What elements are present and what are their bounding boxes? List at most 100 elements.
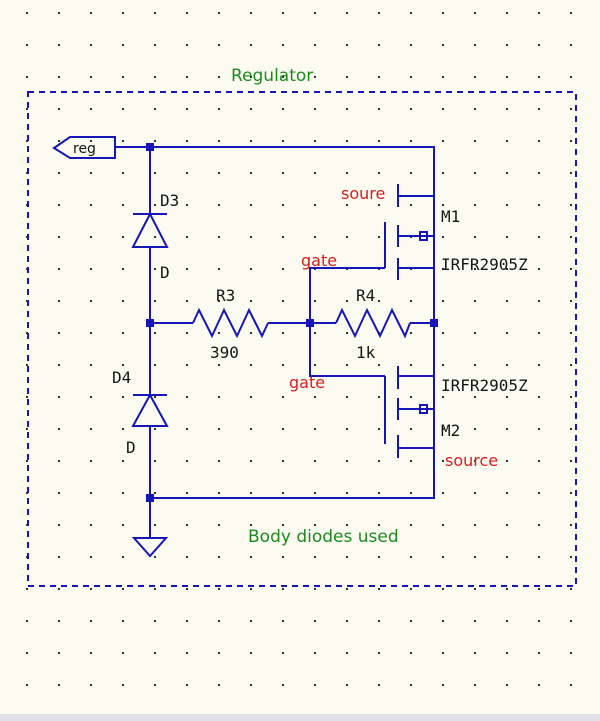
grid-dot: [218, 172, 220, 174]
grid-dot: [474, 588, 476, 590]
grid-dot: [122, 428, 124, 430]
grid-dot: [570, 492, 572, 494]
grid-dot: [90, 588, 92, 590]
grid-dot: [26, 684, 28, 686]
grid-dot: [442, 140, 444, 142]
grid-dot: [538, 396, 540, 398]
grid-dot: [218, 12, 220, 14]
grid-dot: [282, 140, 284, 142]
grid-dot: [186, 428, 188, 430]
grid-dot: [58, 44, 60, 46]
grid-dot: [250, 172, 252, 174]
grid-dot: [250, 12, 252, 14]
grid-dot: [90, 204, 92, 206]
grid-dot: [282, 428, 284, 430]
grid-dot: [282, 364, 284, 366]
grid-dot: [90, 556, 92, 558]
grid-dot: [26, 460, 28, 462]
grid-dot: [154, 172, 156, 174]
grid-dot: [282, 108, 284, 110]
grid-dot: [314, 364, 316, 366]
grid-dot: [474, 268, 476, 270]
grid-dot: [474, 300, 476, 302]
grid-dot: [314, 684, 316, 686]
grid-dot: [410, 300, 412, 302]
grid-dot: [218, 556, 220, 558]
grid-dot: [442, 460, 444, 462]
grid-dot: [250, 332, 252, 334]
grid-dot: [378, 396, 380, 398]
grid-dot: [378, 588, 380, 590]
grid-dot: [186, 396, 188, 398]
grid-dot: [570, 396, 572, 398]
grid-dot: [378, 140, 380, 142]
grid-dot: [122, 268, 124, 270]
grid-dot: [122, 332, 124, 334]
grid-dot: [186, 460, 188, 462]
d4-ref-label: D4: [112, 368, 131, 387]
grid-dot: [570, 140, 572, 142]
junction-dot: [306, 319, 314, 327]
grid-dot: [538, 76, 540, 78]
grid-dot: [122, 108, 124, 110]
grid-dot: [346, 76, 348, 78]
grid-dot: [570, 300, 572, 302]
grid-dot: [186, 588, 188, 590]
grid-dot: [410, 12, 412, 14]
grid-dot: [506, 428, 508, 430]
grid-dot: [58, 204, 60, 206]
grid-dot: [58, 652, 60, 654]
grid-dot: [314, 492, 316, 494]
grid-dot: [186, 172, 188, 174]
grid-dot: [378, 652, 380, 654]
grid-dot: [538, 492, 540, 494]
grid-dot: [346, 364, 348, 366]
grid-dot: [506, 236, 508, 238]
grid-dot: [90, 12, 92, 14]
grid-dot: [282, 236, 284, 238]
grid-dot: [378, 364, 380, 366]
grid-dot: [378, 44, 380, 46]
grid-dot: [58, 588, 60, 590]
grid-dot: [506, 332, 508, 334]
grid-dot: [506, 300, 508, 302]
grid-dot: [90, 492, 92, 494]
grid-dot: [26, 108, 28, 110]
grid-dot: [410, 684, 412, 686]
grid-dot: [346, 204, 348, 206]
grid-dot: [250, 140, 252, 142]
grid-dot: [474, 396, 476, 398]
grid-dot: [186, 44, 188, 46]
grid-dot: [186, 140, 188, 142]
grid-dot: [186, 204, 188, 206]
grid-dot: [410, 428, 412, 430]
grid-dot: [154, 652, 156, 654]
m1-source-annotation: soure: [341, 184, 385, 203]
grid-dot: [218, 236, 220, 238]
grid-dot: [58, 620, 60, 622]
grid-dot: [282, 684, 284, 686]
grid-dot: [346, 588, 348, 590]
grid-dot: [442, 300, 444, 302]
grid-dot: [538, 428, 540, 430]
grid-dot: [538, 652, 540, 654]
diode-d4: [131, 392, 169, 427]
m1-part-label: IRFR2905Z: [441, 255, 528, 274]
grid-dot: [538, 460, 540, 462]
m2-gate-annotation: gate: [289, 373, 325, 392]
grid-dot: [154, 460, 156, 462]
grid-dot: [218, 620, 220, 622]
grid-dot: [90, 172, 92, 174]
grid-dot: [474, 236, 476, 238]
grid-dot: [570, 268, 572, 270]
grid-dot: [90, 428, 92, 430]
grid-dot: [218, 684, 220, 686]
grid-dot: [154, 12, 156, 14]
grid-dot: [26, 76, 28, 78]
r4-ref-label: R4: [356, 286, 375, 305]
grid-dot: [186, 684, 188, 686]
grid-dot: [378, 76, 380, 78]
r4-value-label: 1k: [356, 343, 376, 362]
grid-dot: [154, 204, 156, 206]
